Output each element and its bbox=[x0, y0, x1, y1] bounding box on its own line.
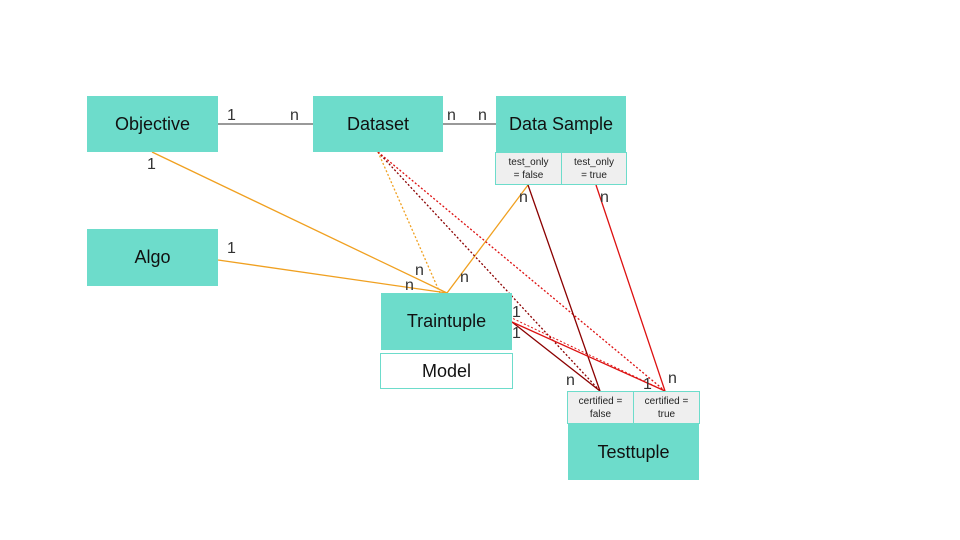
cardinality-label: 1 bbox=[147, 156, 156, 173]
line-objective-traintuple bbox=[151, 151, 448, 294]
cardinality-label: n bbox=[460, 269, 469, 286]
model-box[interactable]: Model bbox=[380, 353, 513, 389]
cardinality-label: 1 bbox=[512, 304, 521, 321]
cardinality-label: n bbox=[519, 189, 528, 206]
line-traintuple-certtrue bbox=[511, 321, 666, 392]
cardinality-label: n bbox=[478, 107, 487, 124]
line-algo-traintuple bbox=[217, 259, 448, 294]
traintuple-box[interactable]: Traintuple bbox=[381, 293, 512, 350]
certified-false-attr: certified = false bbox=[567, 391, 634, 424]
test-only-false-attr: test_only = false bbox=[495, 152, 562, 185]
algo-box[interactable]: Algo bbox=[87, 229, 218, 286]
test-only-true-attr: test_only = true bbox=[561, 152, 627, 185]
line-samplefalse-testtuple bbox=[527, 184, 601, 392]
traintuple-label: Traintuple bbox=[406, 311, 487, 331]
data-sample-box[interactable]: Data Sample bbox=[496, 96, 626, 152]
cardinality-label: n bbox=[447, 107, 456, 124]
certified-true-attr: certified = true bbox=[633, 391, 700, 424]
objective-box[interactable]: Objective bbox=[87, 96, 218, 152]
test-only-true-label: test_only = true bbox=[573, 156, 615, 181]
dataset-box[interactable]: Dataset bbox=[313, 96, 443, 152]
cardinality-label: 1 bbox=[512, 325, 521, 342]
cardinality-label: n bbox=[290, 107, 299, 124]
dataset-label: Dataset bbox=[346, 113, 410, 134]
cardinality-label: n bbox=[668, 370, 677, 387]
line-traintuple-testtuple-dotted bbox=[494, 309, 666, 392]
data-sample-label: Data Sample bbox=[508, 113, 614, 134]
model-label: Model bbox=[421, 360, 472, 381]
test-only-false-label: test_only = false bbox=[508, 156, 549, 181]
cardinality-label: n bbox=[600, 189, 609, 206]
line-samplefalse-traintuple bbox=[446, 184, 529, 294]
cardinality-label: n bbox=[405, 277, 414, 294]
cardinality-label: 1 bbox=[643, 376, 652, 393]
line-sampletrue-testtuple bbox=[595, 184, 666, 392]
algo-label: Algo bbox=[134, 247, 171, 267]
cardinality-label: 1 bbox=[227, 107, 236, 124]
testtuple-label: Testtuple bbox=[597, 441, 670, 462]
certified-true-label: certified = true bbox=[644, 395, 689, 420]
line-dataset-traintuple bbox=[377, 151, 441, 294]
line-traintuple-certfalse bbox=[511, 321, 601, 392]
cardinality-label: n bbox=[415, 262, 424, 279]
certified-false-label: certified = false bbox=[578, 395, 623, 420]
cardinality-label: 1 bbox=[227, 240, 236, 257]
cardinality-label: n bbox=[566, 372, 575, 389]
objective-label: Objective bbox=[114, 113, 191, 134]
testtuple-box[interactable]: Testtuple bbox=[568, 424, 699, 480]
